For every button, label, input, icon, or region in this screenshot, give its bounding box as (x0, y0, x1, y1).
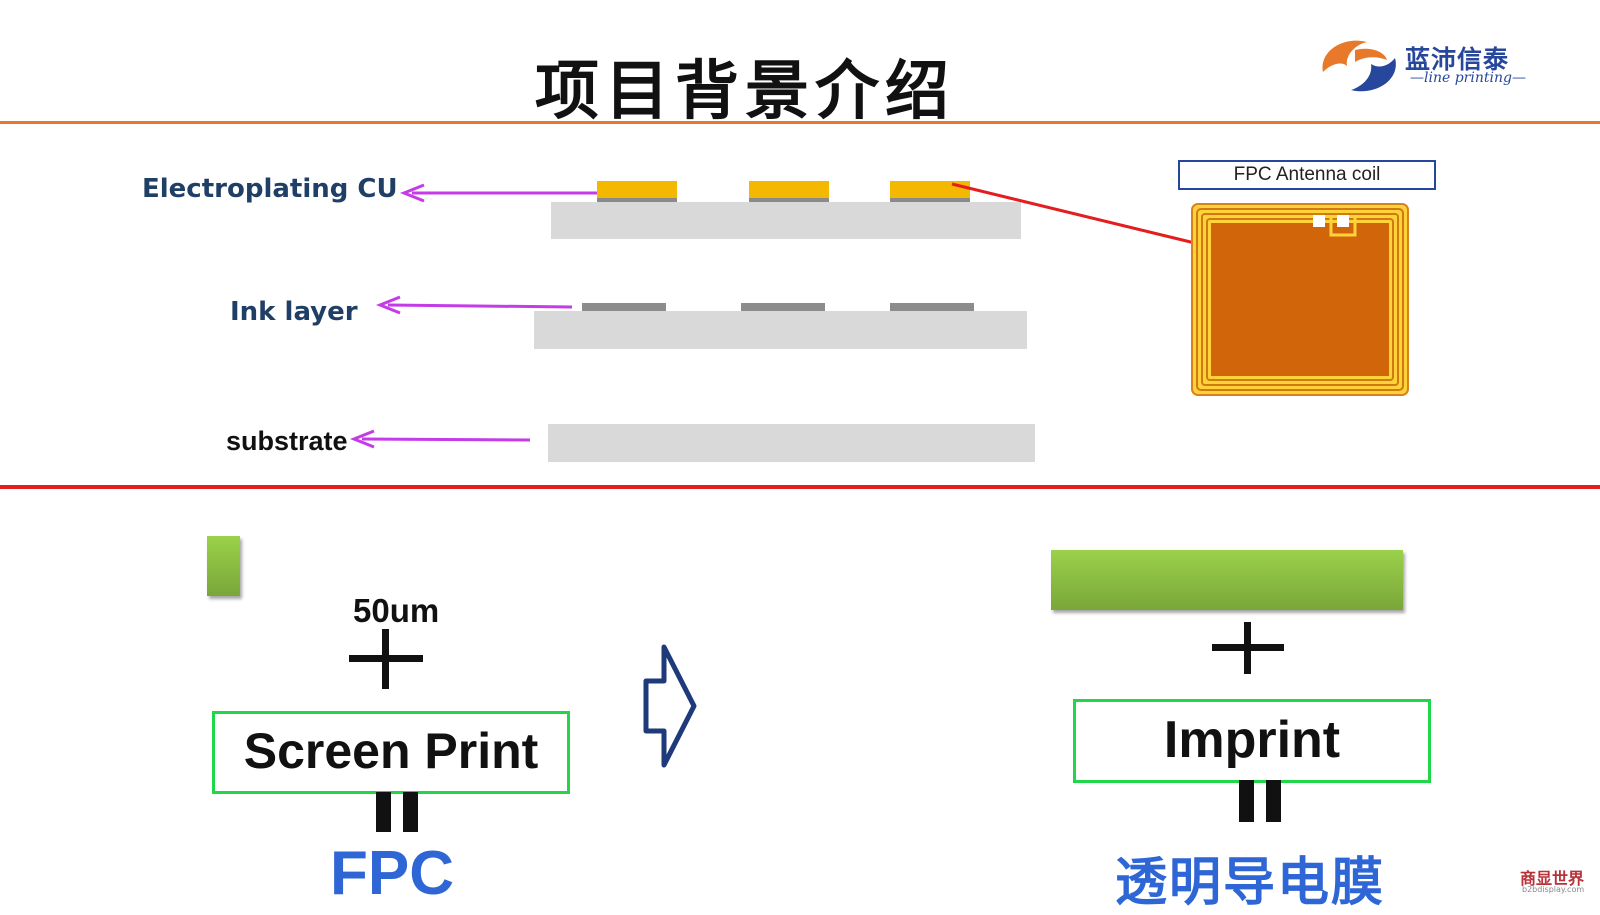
header-divider (0, 121, 1600, 124)
equals-bar (403, 792, 418, 832)
equals-bar (1239, 780, 1254, 822)
line-width-bar-wide (1051, 550, 1403, 610)
page-title: 项目背景介绍 (535, 54, 955, 129)
imprint-box: Imprint (1073, 699, 1431, 783)
watermark-url: b2bdisplay.com (1522, 885, 1585, 894)
company-logo (1315, 32, 1600, 102)
arrow-left-icon (375, 295, 573, 315)
ink-pad (741, 303, 825, 311)
substrate-label: substrate (226, 426, 348, 456)
substrate-bar-top (551, 202, 1021, 239)
logo-name: 蓝沛信泰 (1405, 45, 1510, 74)
line-width-label: 50um (353, 592, 440, 629)
coil-callout-line (951, 182, 1204, 247)
substrate-bar-bottom (548, 424, 1035, 462)
copper-pad (890, 181, 970, 202)
ink-pad (582, 303, 666, 311)
line-width-bar-narrow (207, 536, 240, 596)
logo-swirl-icon (1322, 40, 1396, 92)
section-divider (0, 485, 1600, 489)
fpc-result: FPC (330, 839, 454, 908)
copper-pad (749, 181, 829, 202)
ink-pad (890, 303, 974, 311)
callout-arrows (349, 182, 1204, 449)
watermark-name: 商显世界 (1520, 869, 1585, 888)
copper-pad (597, 181, 677, 202)
equals-bar (1266, 780, 1281, 822)
plus-icon (1212, 622, 1284, 674)
antenna-coil-icon (1191, 203, 1409, 396)
transparent-film-result: 透明导电膜 (1115, 853, 1386, 913)
plus-icon (349, 629, 423, 689)
coil-caption: FPC Antenna coil (1178, 160, 1436, 190)
arrow-right-icon (643, 644, 697, 768)
arrow-left-icon (399, 183, 597, 203)
equals-bar (376, 792, 391, 832)
arrow-left-icon (349, 429, 531, 449)
electroplating-label: Electroplating CU (142, 174, 398, 204)
screen-print-box: Screen Print (212, 711, 570, 794)
logo-tagline: —line printing— (1410, 70, 1526, 86)
substrate-bar-middle (534, 311, 1027, 349)
ink-layer-label: Ink layer (230, 297, 358, 327)
